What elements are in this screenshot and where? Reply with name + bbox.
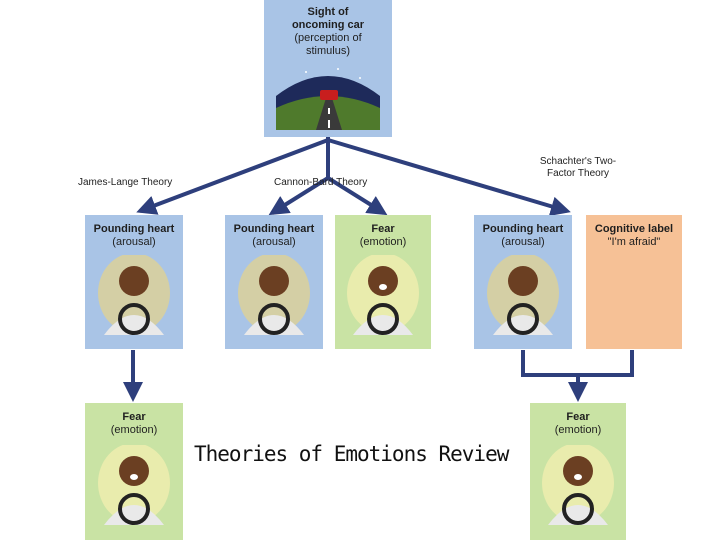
stimulus-subtitle: (perception of stimulus) <box>294 32 362 57</box>
arrow-schachter <box>327 138 571 217</box>
stimulus-box: Sight of oncoming car (perception of sti… <box>264 0 392 137</box>
arrow-cannon-bard-right <box>326 176 388 216</box>
arrow-james-lange <box>136 138 329 215</box>
box-title: Cognitive label <box>594 223 674 235</box>
join-line <box>521 350 634 377</box>
box-subtitle: (arousal) <box>501 236 545 248</box>
slide-caption: Theories of Emotions Review <box>194 442 509 466</box>
box-subtitle: "I'm afraid" <box>607 236 661 248</box>
box-title: Pounding heart <box>93 223 175 235</box>
box-subtitle: (emotion) <box>359 236 407 248</box>
box-subtitle: (arousal) <box>112 236 156 248</box>
box-title: Fear <box>122 411 146 423</box>
box-subtitle: (emotion) <box>554 424 602 436</box>
stimulus-title: Sight of oncoming car <box>291 6 365 31</box>
box-title: Fear <box>371 223 395 235</box>
driver-illustration-afraid <box>98 445 170 525</box>
cannon-bard-label: Cannon-Bard Theory <box>274 177 368 188</box>
box-title: Fear <box>566 411 590 423</box>
box-subtitle: (arousal) <box>252 236 296 248</box>
arrow-cannon-bard-left <box>268 176 330 216</box>
driver-illustration <box>487 255 559 335</box>
box-subtitle: (emotion) <box>110 424 158 436</box>
driver-illustration <box>98 255 170 335</box>
schachter-label: Schachter's Two-Factor Theory <box>539 156 617 179</box>
driver-illustration <box>238 255 310 335</box>
road-scene-image <box>276 68 380 130</box>
james-lange-label: James-Lange Theory <box>78 177 173 188</box>
driver-illustration-afraid <box>347 255 419 335</box>
box-title: Pounding heart <box>482 223 564 235</box>
cognitive-label-box: Cognitive label "I'm afraid" <box>586 215 682 349</box>
box-title: Pounding heart <box>233 223 315 235</box>
driver-illustration-afraid <box>542 445 614 525</box>
